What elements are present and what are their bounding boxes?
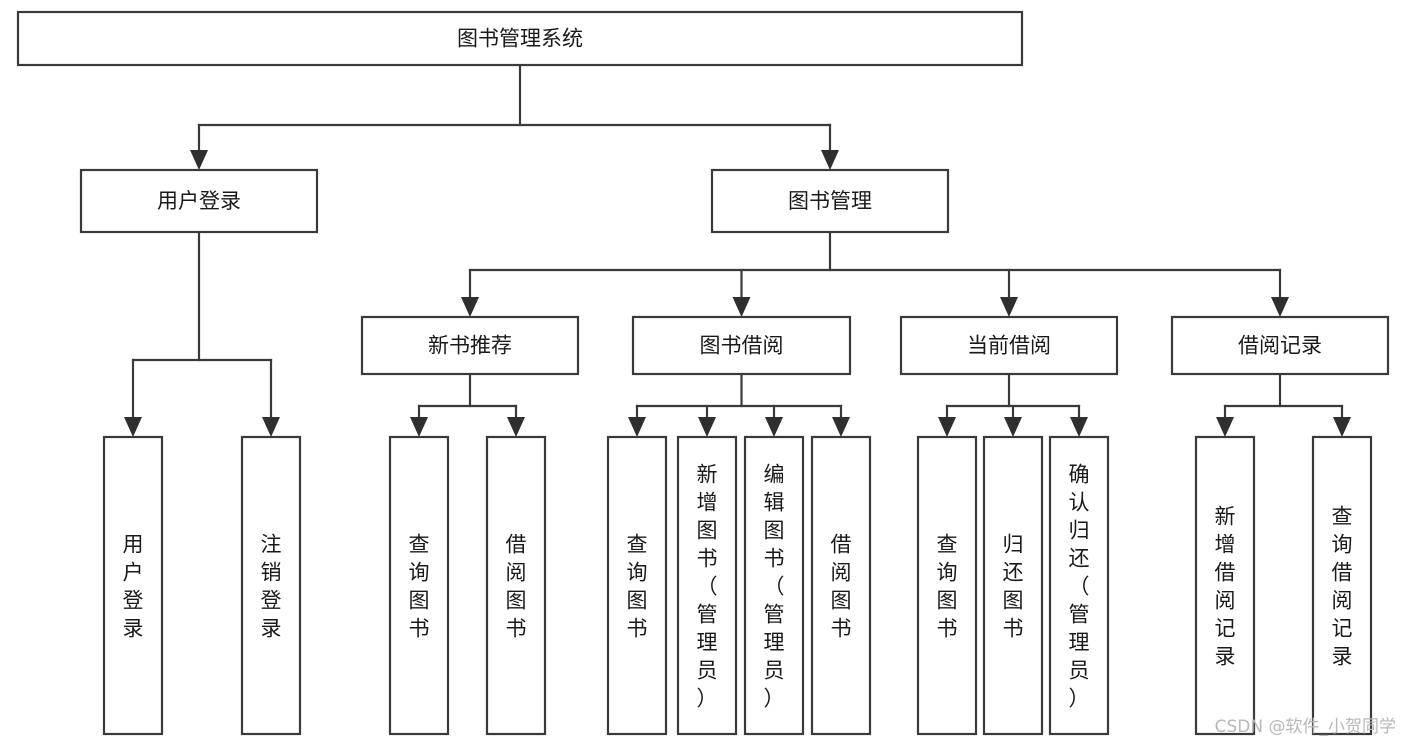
- node-box-leaf-add-borrow-record: [1194, 435, 1256, 736]
- node-current-borrow[interactable]: 当前借阅: [899, 315, 1119, 376]
- node-label-leaf-add-borrow-record: 新增借阅记录: [1215, 505, 1236, 669]
- node-leaf-user-login[interactable]: 用户登录: [102, 435, 164, 736]
- node-borrow-record[interactable]: 借阅记录: [1170, 315, 1390, 376]
- node-label-leaf-borrow-book: 借阅图书: [831, 533, 852, 641]
- node-box-leaf-return-book: [982, 435, 1044, 736]
- edge-book-management-arrow-2: [1000, 297, 1018, 317]
- node-leaf-query-borrow-record[interactable]: 查询借阅记录: [1311, 435, 1373, 736]
- node-user-login[interactable]: 用户登录: [79, 168, 319, 234]
- edge-user-login-arrow-0: [124, 417, 142, 437]
- node-label-book-management: 图书管理: [788, 189, 872, 213]
- node-leaf-borrow-book-recommend[interactable]: 借阅图书: [485, 435, 547, 736]
- node-box-leaf-logout: [240, 435, 302, 736]
- node-label-leaf-query-book-borrow: 查询图书: [627, 533, 648, 641]
- node-box-leaf-query-book-current: [916, 435, 978, 736]
- node-box-leaf-confirm-return-admin: [1048, 435, 1110, 736]
- edge-new-book-recommend-arrow-1: [507, 417, 525, 437]
- edge-user-login-arrow-1: [262, 417, 280, 437]
- edge-borrow-record-arrow-0: [1216, 417, 1234, 437]
- node-layer: 图书管理系统用户登录图书管理新书推荐图书借阅当前借阅借阅记录用户登录注销登录查询…: [16, 10, 1390, 736]
- node-label-root: 图书管理系统: [457, 27, 583, 51]
- node-box-new-book-recommend: [360, 315, 580, 376]
- node-label-leaf-borrow-book-recommend: 借阅图书: [506, 533, 527, 641]
- node-label-book-borrow: 图书借阅: [700, 334, 784, 358]
- node-leaf-add-book-admin[interactable]: 新增图书（管理员）: [676, 435, 738, 736]
- node-label-user-login: 用户登录: [157, 189, 241, 213]
- edge-new-book-recommend-arrow-0: [410, 417, 428, 437]
- node-new-book-recommend[interactable]: 新书推荐: [360, 315, 580, 376]
- edge-book-borrow-arrow-0: [628, 417, 646, 437]
- node-box-leaf-borrow-book: [810, 435, 872, 736]
- node-leaf-return-book[interactable]: 归还图书: [982, 435, 1044, 736]
- edge-book-management-arrow-3: [1271, 297, 1289, 317]
- edge-root-arrow-1: [821, 150, 839, 170]
- node-label-leaf-add-book-admin: 新增图书（管理员）: [697, 463, 718, 711]
- node-leaf-confirm-return-admin[interactable]: 确认归还（管理员）: [1048, 435, 1110, 736]
- edge-root-arrow-0: [190, 150, 208, 170]
- node-box-leaf-user-login: [102, 435, 164, 736]
- node-box-leaf-query-book-recommend: [388, 435, 450, 736]
- node-label-leaf-edit-book-admin: 编辑图书（管理员）: [764, 463, 785, 711]
- node-box-current-borrow: [899, 315, 1119, 376]
- node-book-borrow[interactable]: 图书借阅: [631, 315, 852, 376]
- edge-current-borrow-arrow-1: [1004, 417, 1022, 437]
- node-box-book-borrow: [631, 315, 852, 376]
- node-leaf-edit-book-admin[interactable]: 编辑图书（管理员）: [743, 435, 805, 736]
- node-label-leaf-logout: 注销登录: [261, 533, 282, 641]
- node-label-leaf-query-book-current: 查询图书: [937, 533, 958, 641]
- edge-book-management-arrow-1: [732, 297, 751, 317]
- node-box-leaf-query-book-borrow: [606, 435, 668, 736]
- edge-book-borrow-arrow-1: [698, 417, 716, 437]
- node-leaf-logout[interactable]: 注销登录: [240, 435, 302, 736]
- edge-book-management-arrow-0: [461, 297, 479, 317]
- csdn-watermark: CSDN @软件_小贺同学: [1215, 717, 1396, 737]
- node-leaf-query-book-current[interactable]: 查询图书: [916, 435, 978, 736]
- node-root[interactable]: 图书管理系统: [16, 10, 1024, 67]
- node-label-leaf-confirm-return-admin: 确认归还（管理员）: [1069, 463, 1090, 711]
- node-box-leaf-query-borrow-record: [1311, 435, 1373, 736]
- node-label-leaf-query-book-recommend: 查询图书: [409, 533, 430, 641]
- node-box-borrow-record: [1170, 315, 1390, 376]
- node-label-leaf-return-book: 归还图书: [1003, 533, 1024, 641]
- node-box-user-login: [79, 168, 319, 234]
- node-label-current-borrow: 当前借阅: [967, 334, 1051, 358]
- node-leaf-add-borrow-record[interactable]: 新增借阅记录: [1194, 435, 1256, 736]
- node-box-book-management: [710, 168, 950, 234]
- node-label-new-book-recommend: 新书推荐: [428, 334, 512, 358]
- edge-borrow-record-arrow-1: [1333, 417, 1351, 437]
- edge-current-borrow-arrow-2: [1070, 417, 1088, 437]
- node-label-borrow-record: 借阅记录: [1238, 334, 1322, 358]
- node-box-leaf-add-book-admin: [676, 435, 738, 736]
- node-box-leaf-borrow-book-recommend: [485, 435, 547, 736]
- node-label-leaf-user-login: 用户登录: [123, 533, 144, 641]
- node-box-root: [16, 10, 1024, 67]
- edge-current-borrow-arrow-0: [938, 417, 956, 437]
- node-box-leaf-edit-book-admin: [743, 435, 805, 736]
- edge-book-borrow-arrow-3: [832, 417, 850, 437]
- node-leaf-borrow-book[interactable]: 借阅图书: [810, 435, 872, 736]
- node-book-management[interactable]: 图书管理: [710, 168, 950, 234]
- node-leaf-query-book-borrow[interactable]: 查询图书: [606, 435, 668, 736]
- connector-layer: [124, 63, 1351, 437]
- node-label-leaf-query-borrow-record: 查询借阅记录: [1332, 505, 1353, 669]
- node-leaf-query-book-recommend[interactable]: 查询图书: [388, 435, 450, 736]
- edge-book-borrow-arrow-2: [765, 417, 783, 437]
